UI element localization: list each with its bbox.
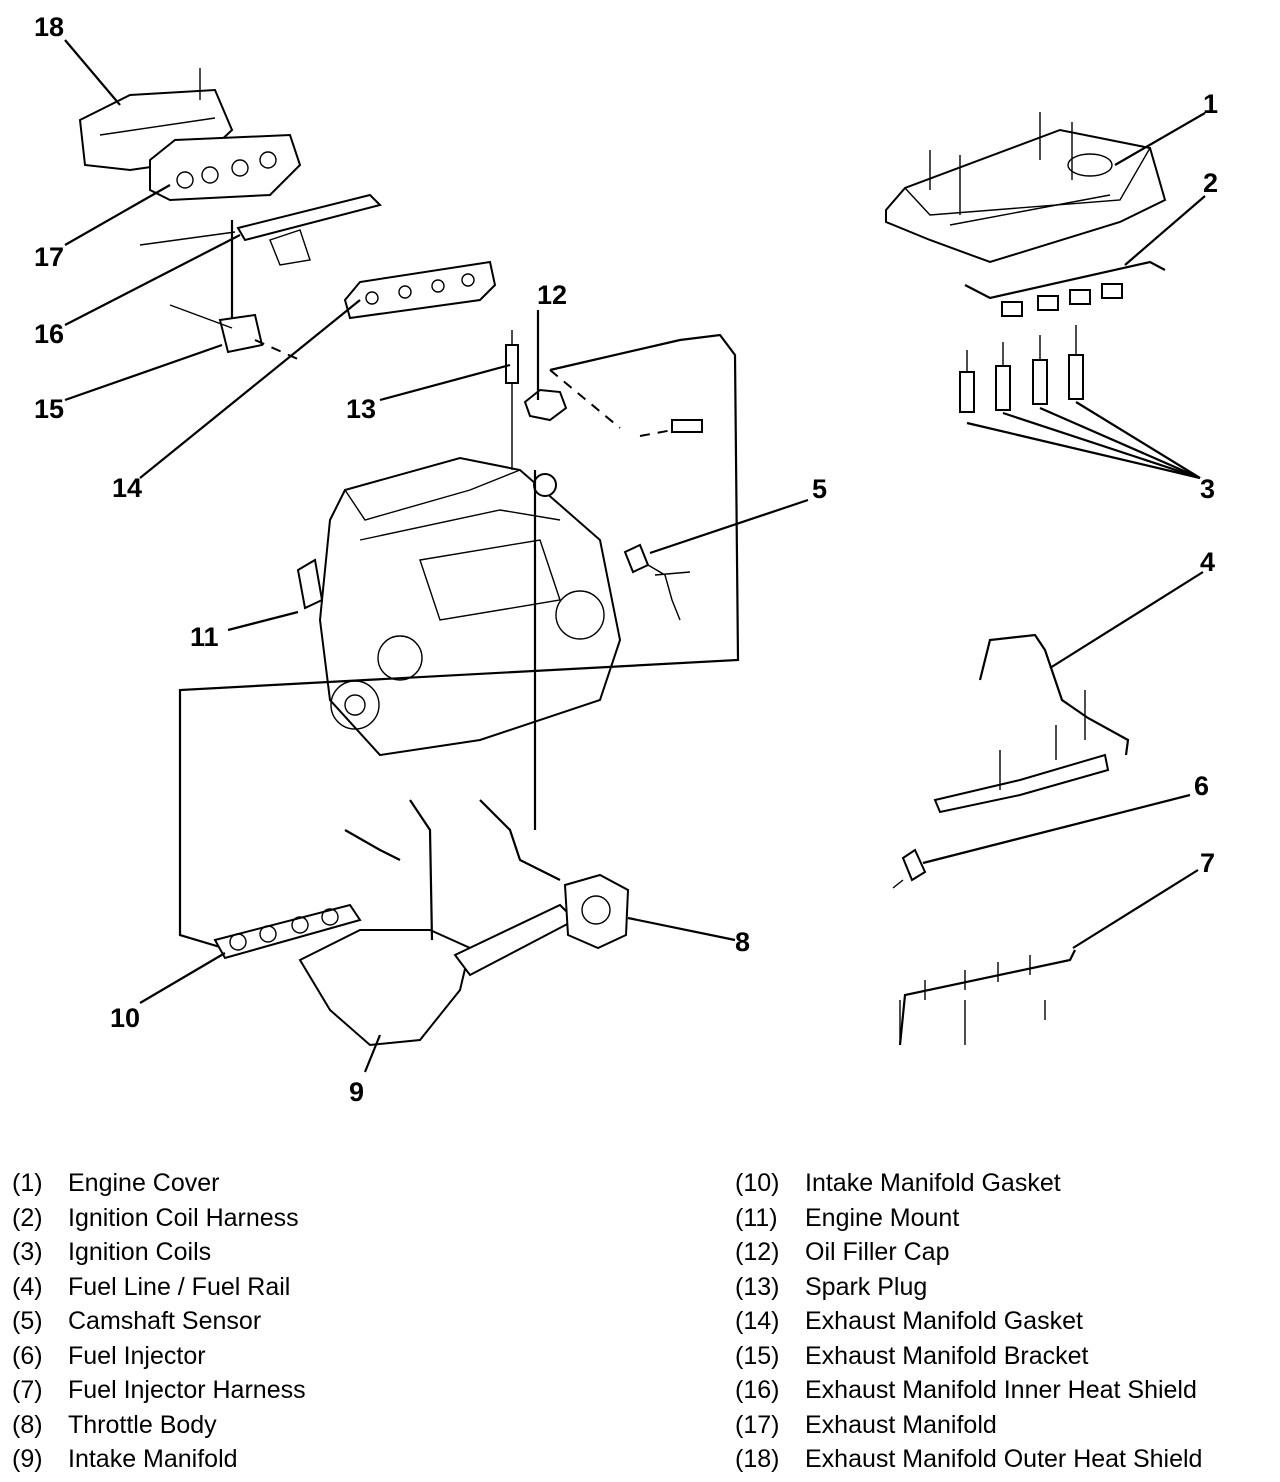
legend-label: Spark Plug [805,1272,928,1301]
legend-item: (5) Camshaft Sensor [12,1304,306,1339]
legend-item: (18) Exhaust Manifold Outer Heat Shield [735,1442,1202,1477]
callout-10: 10 [110,1003,140,1033]
legend-label: Exhaust Manifold Gasket [805,1307,1083,1335]
legend-number: (7) [12,1376,43,1404]
legend-label: Exhaust Manifold [805,1410,997,1439]
legend-number: (14) [735,1307,780,1335]
ignition-coils-drawing [959,325,1084,413]
legend-item: (11) Engine Mount [735,1201,1202,1236]
exploded-engine-diagram: 1 2 3 4 5 6 7 8 9 10 11 12 13 14 15 16 1… [34,12,1218,1107]
leader-lines [64,39,1206,1073]
camshaft-sensor-drawing [623,543,691,621]
legend-label: Intake Manifold [68,1445,238,1473]
legend-label: Oil Filler Cap [805,1238,950,1266]
legend-item: (17) Exhaust Manifold [735,1408,1202,1443]
throttle-body-drawing [563,873,630,950]
legend-item: (15) Exhaust Manifold Bracket [735,1339,1202,1374]
callout-14: 14 [112,473,142,503]
legend-item: (14) Exhaust Manifold Gasket [735,1304,1202,1339]
legend-number: (5) [12,1307,43,1335]
fuel-injector-harness-drawing [898,949,1076,1046]
fuel-rail-drawing [933,633,1130,814]
legend-number: (8) [12,1410,43,1439]
legend-item: (13) Spark Plug [735,1270,1202,1305]
fuel-injector-drawing [892,848,927,889]
callout-9: 9 [349,1077,364,1107]
legend-item: (10) Intake Manifold Gasket [735,1166,1202,1201]
legend-item: (7) Fuel Injector Harness [12,1373,306,1408]
legend-label: Ignition Coil Harness [68,1203,299,1232]
legend-item: (16) Exhaust Manifold Inner Heat Shield [735,1373,1202,1408]
legend-item: (8) Throttle Body [12,1408,306,1443]
callout-7: 7 [1200,848,1215,878]
callout-11: 11 [190,622,219,652]
legend-number: (2) [12,1203,43,1232]
legend-label: Ignition Coils [68,1238,212,1266]
callout-3: 3 [1200,474,1215,504]
legend-item: (3) Ignition Coils [12,1235,306,1270]
legend-item: (6) Fuel Injector [12,1339,306,1374]
legend-number: (11) [735,1203,778,1232]
intake-manifold-drawing [298,799,577,1047]
callout-16: 16 [34,319,64,349]
legend-label: Fuel Injector [68,1341,206,1370]
intake-manifold-gasket-drawing [213,903,362,960]
callout-8: 8 [735,927,750,957]
legend-number: (9) [12,1445,43,1473]
parts-legend-right: (10) Intake Manifold Gasket (11) Engine Mo… [735,1166,1202,1477]
legend-number: (12) [735,1238,780,1266]
legend-number: (13) [735,1272,780,1301]
engine-cover-drawing [885,112,1167,264]
legend-number: (18) [735,1445,780,1473]
engine-mount-drawing [296,558,324,610]
legend-label: Engine Cover [68,1169,220,1197]
legend-label: Throttle Body [68,1410,217,1439]
callout-15: 15 [34,394,64,424]
pcv-hose-drawing [178,333,740,952]
legend-label: Engine Mount [805,1203,960,1232]
legend-number: (3) [12,1238,43,1266]
legend-label: Fuel Injector Harness [68,1376,306,1404]
legend-label: Exhaust Manifold Inner Heat Shield [805,1376,1197,1404]
ignition-coil-harness-drawing [964,260,1166,317]
callout-6: 6 [1194,771,1209,801]
legend-number: (6) [12,1341,43,1370]
engine-block-drawing [318,456,622,830]
legend-label: Exhaust Manifold Outer Heat Shield [805,1445,1203,1473]
legend-number: (10) [735,1169,780,1197]
callout-1: 1 [1203,89,1218,119]
callout-12: 12 [537,280,567,310]
legend-label: Camshaft Sensor [68,1307,262,1335]
callout-17: 17 [34,242,64,272]
callout-5: 5 [812,474,827,504]
legend-item: (1) Engine Cover [12,1166,306,1201]
legend-item: (9) Intake Manifold [12,1442,306,1477]
legend-label: Exhaust Manifold Bracket [805,1341,1089,1370]
oil-filler-cap-drawing [523,369,621,429]
legend-number: (17) [735,1410,780,1439]
legend-label: Fuel Line / Fuel Rail [68,1272,291,1301]
parts-legend-left: (1) Engine Cover (2) Ignition Coil Harness… [12,1166,306,1477]
legend-item: (4) Fuel Line / Fuel Rail [12,1270,306,1305]
callout-13: 13 [346,394,376,424]
callout-numbers: 1 2 3 4 5 6 7 8 9 10 11 12 13 14 15 16 1… [34,12,1218,1107]
legend-item: (12) Oil Filler Cap [735,1235,1202,1270]
callout-4: 4 [1200,547,1215,577]
legend-item: (2) Ignition Coil Harness [12,1201,306,1236]
legend-number: (1) [12,1169,43,1197]
exhaust-manifold-assembly-drawing [78,68,497,361]
legend-label: Intake Manifold Gasket [805,1169,1061,1197]
spark-plug-drawing [505,330,519,470]
legend-number: (15) [735,1341,780,1370]
callout-18: 18 [34,12,64,42]
legend-number: (4) [12,1272,43,1301]
legend-number: (16) [735,1376,780,1404]
callout-2: 2 [1203,168,1218,198]
